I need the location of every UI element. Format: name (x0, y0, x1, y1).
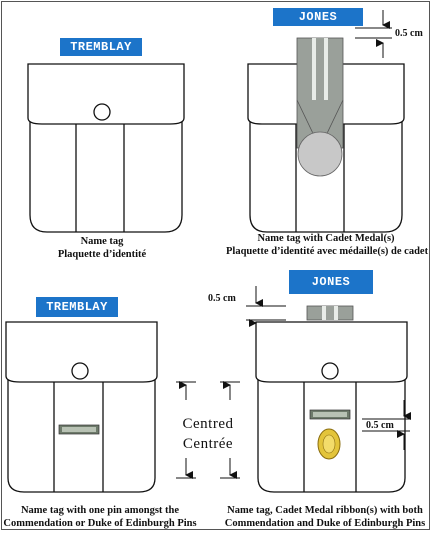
caption-bottom-right: Name tag, Cadet Medal ribbon(s) with bot… (222, 505, 428, 530)
caption-bottom-left-line1: Name tag with one pin amongst the (20, 505, 180, 516)
pin-duke-of-edinburgh (317, 428, 341, 460)
pocket-bottom-right (255, 321, 408, 493)
dimension-label-pin: 0.5 cm (366, 420, 394, 431)
caption-top-left: Name tag Plaquette d’identité (50, 236, 154, 261)
caption-bottom-right-line2: Commendation and Duke of Edinburgh Pins (224, 517, 426, 529)
pocket-top-left (27, 63, 185, 233)
caption-top-right-line1: Name tag with Cadet Medal(s) (257, 233, 395, 244)
pocket-bottom-left (5, 321, 158, 493)
caption-bottom-left: Name tag with one pin amongst the Commen… (0, 505, 200, 530)
name-tag-jones-top: JONES (273, 8, 363, 26)
dimension-label-medal: 0.5 cm (395, 28, 423, 39)
caption-top-right-line2: Plaquette d’identité avec médaille(s) de… (226, 245, 429, 257)
pin-bottom-left (58, 424, 100, 435)
caption-top-left-line2: Plaquette d’identité (57, 248, 147, 260)
centred-label-en: Centred (182, 416, 234, 432)
medal-ribbon (306, 305, 354, 321)
cadet-medal (296, 37, 344, 177)
caption-top-left-line1: Name tag (80, 236, 124, 247)
centred-label-fr: Centrée (182, 436, 234, 452)
centred-label: Centred Centrée (168, 414, 248, 454)
centred-dimension (176, 381, 240, 479)
dimension-marker-pin (362, 400, 411, 450)
dimension-marker-ribbon (246, 286, 286, 338)
pin-commendation (309, 409, 351, 420)
caption-bottom-left-line2: Commendation or Duke of Edinburgh Pins (3, 517, 197, 529)
caption-bottom-right-line1: Name tag, Cadet Medal ribbon(s) with bot… (227, 505, 423, 516)
dimension-marker-top-right (355, 10, 392, 58)
name-tag-jones-bottom: JONES (289, 270, 373, 294)
caption-top-right: Name tag with Cadet Medal(s) Plaquette d… (226, 233, 429, 258)
name-tag-tremblay-bottom: TREMBLAY (36, 297, 118, 317)
name-tag-tremblay-top: TREMBLAY (60, 38, 142, 56)
dimension-label-ribbon: 0.5 cm (208, 293, 236, 304)
